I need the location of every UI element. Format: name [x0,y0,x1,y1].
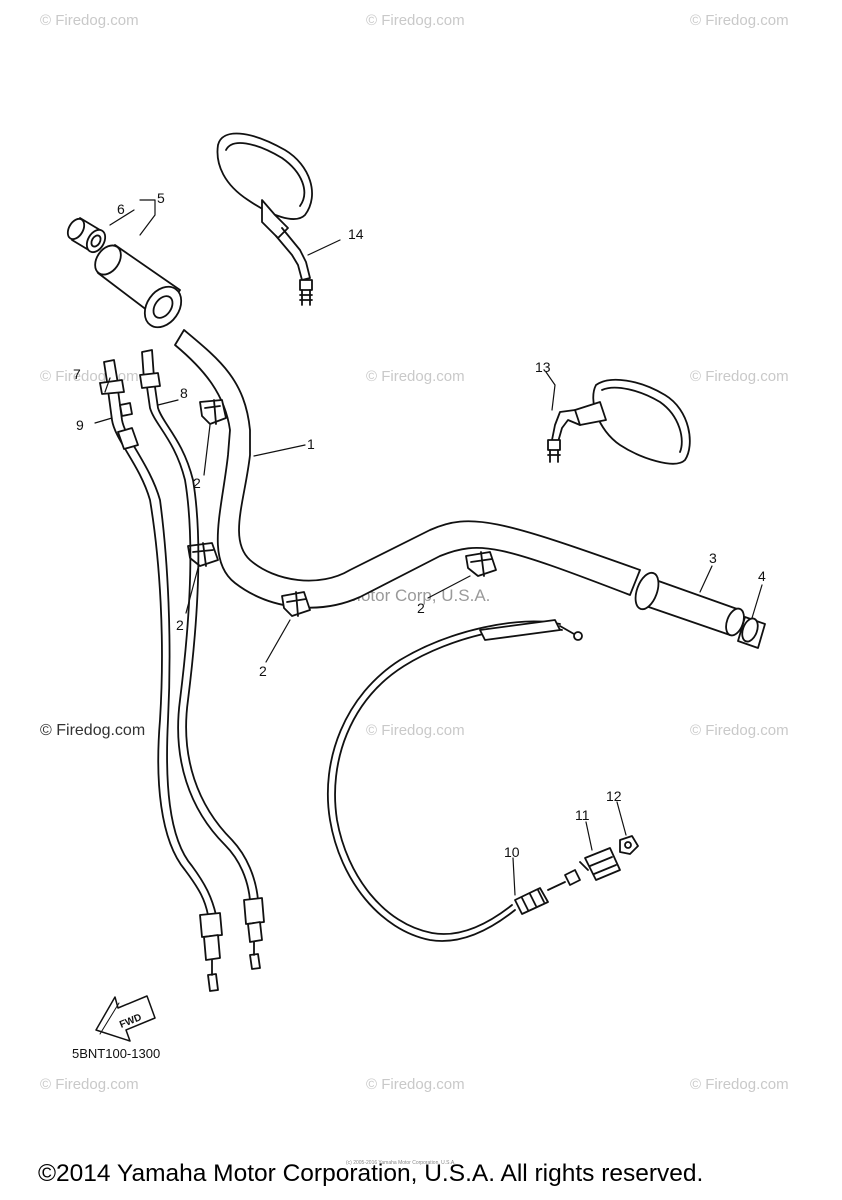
clamp [281,591,311,617]
right-end-cap [737,616,766,649]
watermark: © Firedog.com [690,722,789,739]
watermark: © Firedog.com [366,12,465,29]
right-mirror [547,378,691,465]
callout-10: 10 [504,844,520,860]
copyright-notice: ©2014 Yamaha Motor Corporation, U.S.A. A… [38,1160,704,1187]
callout-13: 13 [535,359,551,375]
right-grip [634,571,745,637]
watermark: © Firedog.com [690,12,789,29]
callout-9: 9 [76,417,84,433]
callout-4: 4 [758,568,766,584]
choke-lever [579,847,621,881]
watermark: © Firedog.com [366,1076,465,1093]
left-mirror [216,132,313,306]
watermark: © Firedog.com [40,722,146,739]
watermark: © Firedog.com [690,368,789,385]
watermark: © Firedog.com [690,1076,789,1093]
callout-2: 2 [193,475,201,491]
left-grip [94,244,183,329]
callout-6: 6 [117,201,125,217]
callout-8: 8 [180,385,188,401]
diagram-code: 5BNT100-1300 [72,1046,161,1061]
callout-12: 12 [606,788,622,804]
callout-7: 7 [73,366,81,382]
watermark: © Firedog.com [40,12,139,29]
clamp [199,399,227,425]
watermark: © Firedog.com [40,1076,139,1093]
fwd-arrow [95,995,156,1042]
choke-nut [619,835,639,855]
callout-2: 2 [417,600,425,616]
callout-2: 2 [176,617,184,633]
watermark: © Firedog.com [366,722,465,739]
fine-print: (c) 2005-2016 Yamaha Motor Corporation, … [346,1160,456,1166]
clamp [465,551,497,577]
callout-1: 1 [307,436,315,452]
clamp [187,542,219,567]
throttle-cable [99,349,265,992]
callout-11: 11 [575,807,590,823]
watermark: © Firedog.com [366,368,465,385]
handlebar [174,329,641,609]
left-end-cap [66,217,107,254]
callout-14: 14 [348,226,364,242]
choke-cable [326,619,583,942]
callout-2: 2 [259,663,267,679]
callout-3: 3 [709,550,717,566]
callout-5: 5 [157,190,165,206]
